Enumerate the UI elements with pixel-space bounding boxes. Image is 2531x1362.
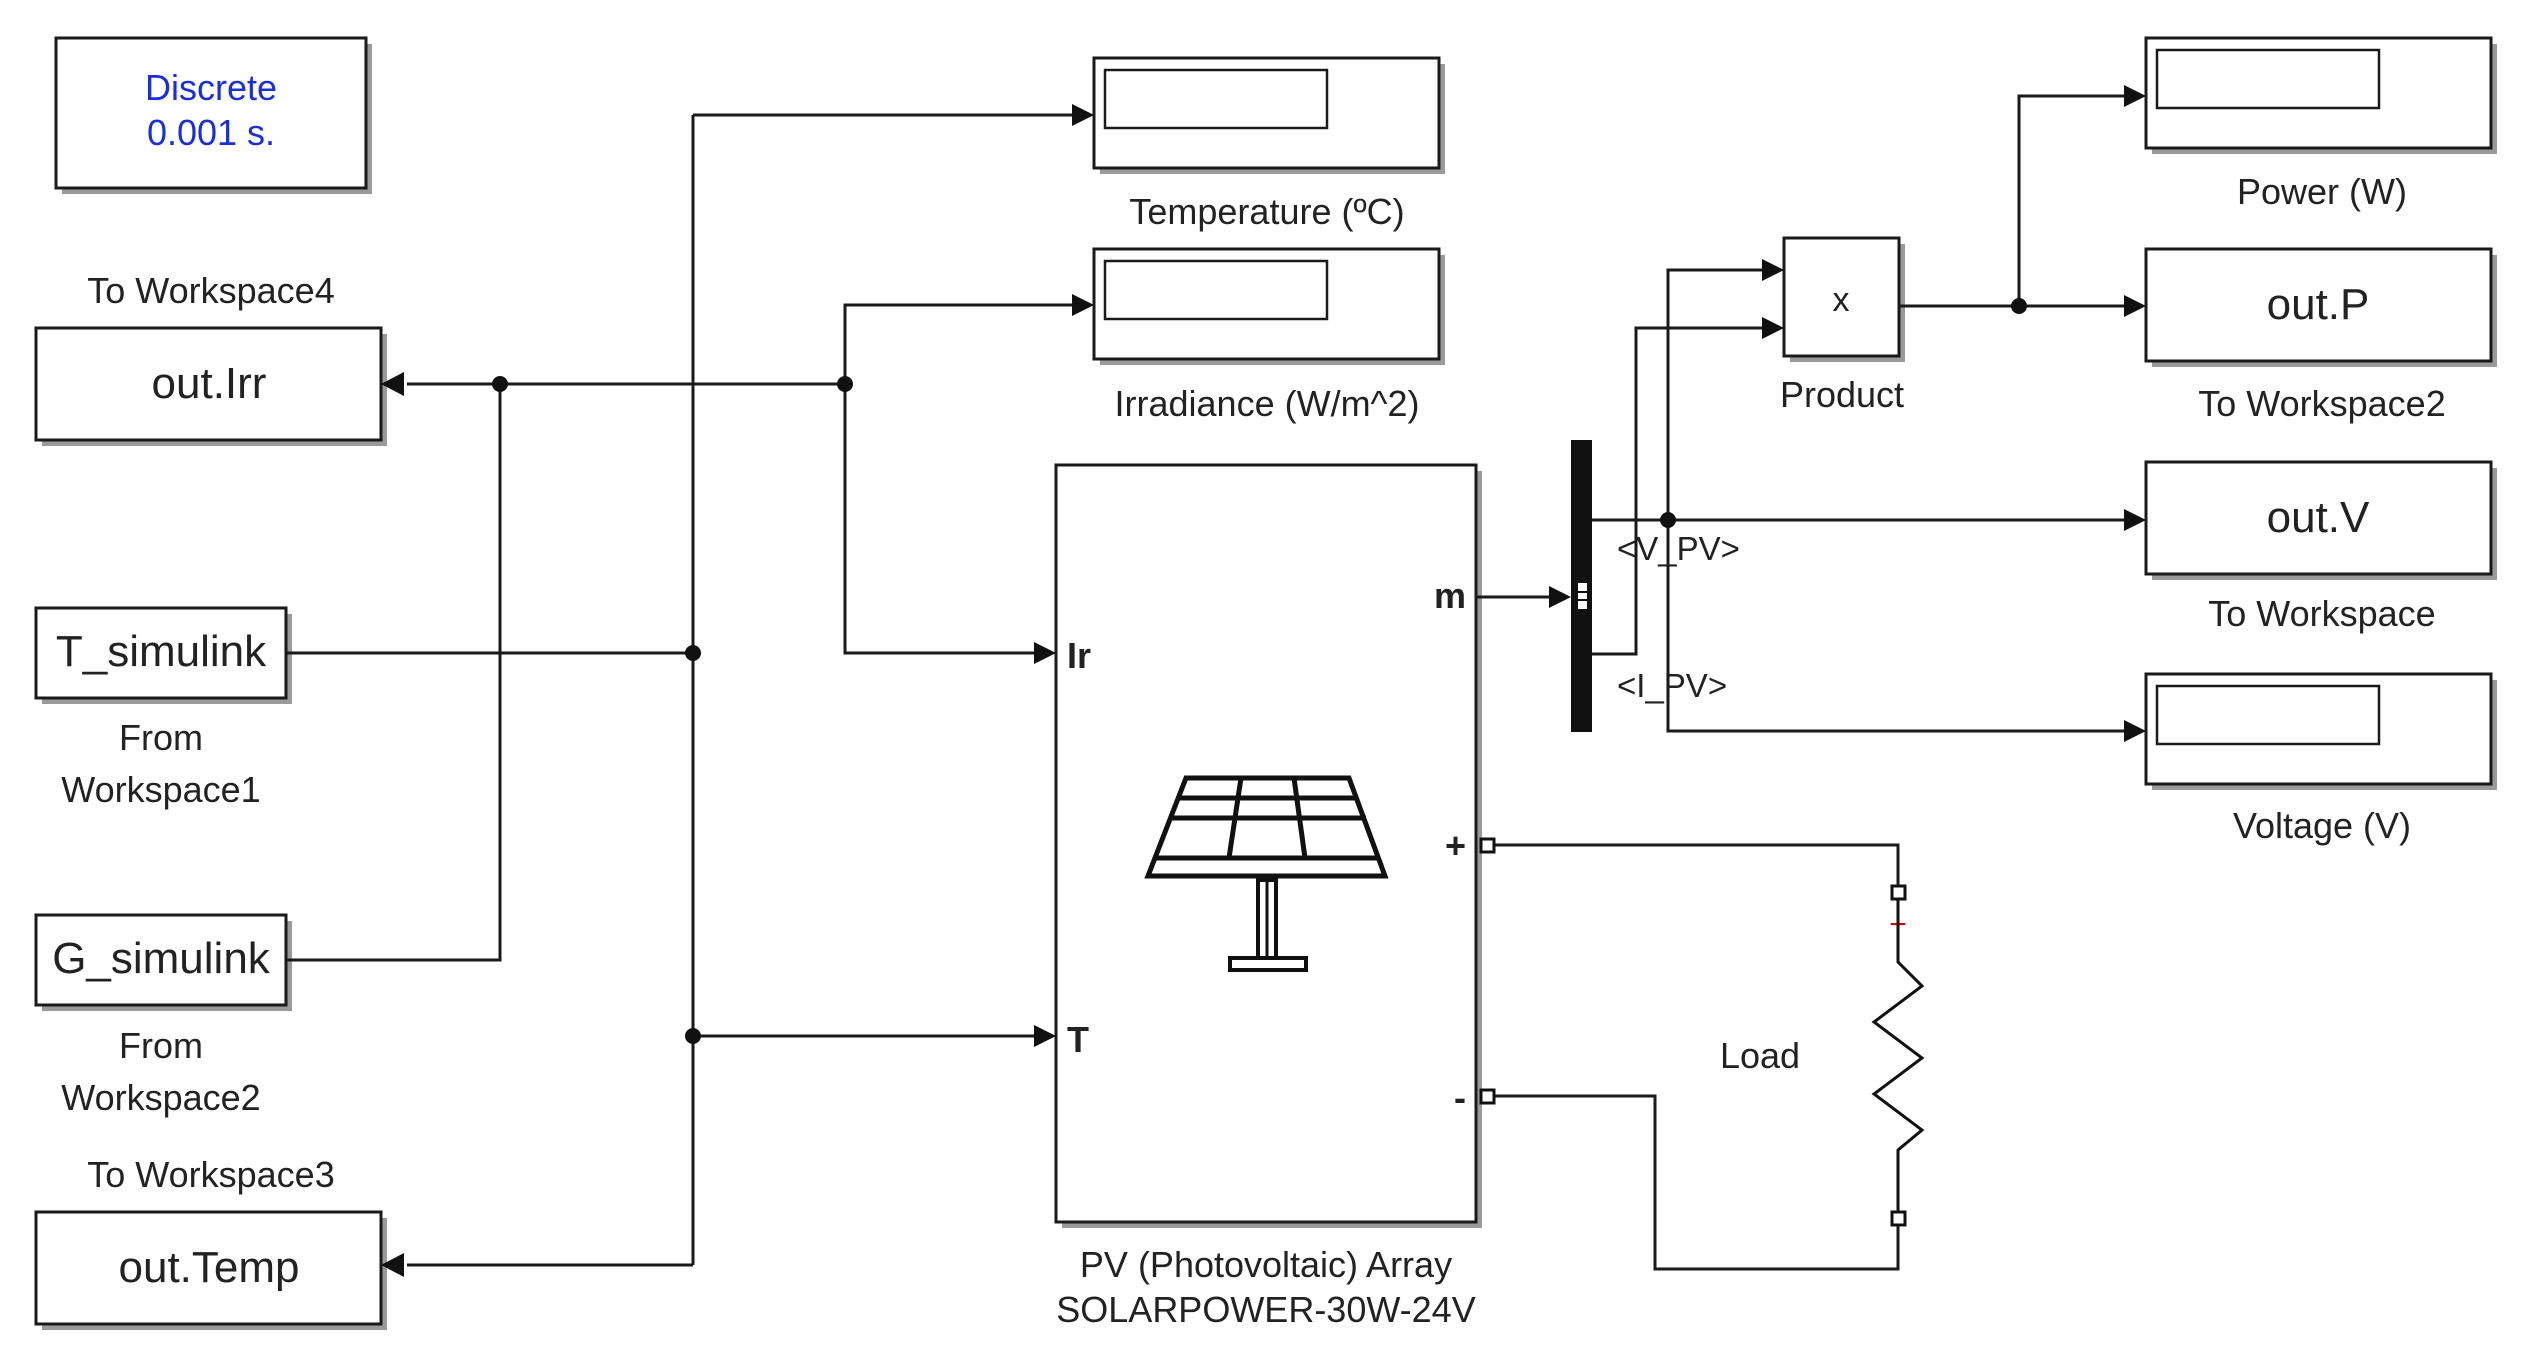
temperature-display-readout [1103,68,1329,130]
wire-to-power-display [2017,94,2126,306]
from-workspace2-block[interactable]: G_simulink [34,913,292,1011]
load-terminal-bottom[interactable] [1890,1210,1907,1227]
temperature-display-block[interactable] [1092,56,1445,174]
to-workspace-block[interactable]: out.V [2144,460,2497,580]
voltage-display-readout [2155,684,2381,746]
to-workspace4-variable: out.Irr [152,359,267,408]
power-display-caption: Power (W) [2237,171,2407,212]
wire-g-simulink [286,384,502,962]
to-workspace4-block[interactable]: out.Irr [34,326,387,446]
branch-points [492,298,2027,1044]
signal-label-i-pv: <I_PV> [1617,667,1727,704]
temperature-display-caption: Temperature (ºC) [1129,191,1404,232]
irradiance-display-readout [1103,259,1329,321]
to-workspace-variable: out.V [2267,493,2370,542]
load-caption: Load [1720,1035,1800,1076]
voltage-display-caption: Voltage (V) [2233,805,2411,846]
solar-panel-icon [1144,775,1389,972]
pv-plus-terminal[interactable] [1479,837,1496,854]
pv-port-ir: Ir [1067,635,1091,676]
product-block[interactable]: x [1782,236,1905,362]
to-workspace4-title: To Workspace4 [87,270,334,311]
pv-array-block[interactable]: Ir T m + - [1054,463,1482,1228]
product-caption: Product [1780,374,1904,415]
load-block[interactable]: + [1871,884,1925,1227]
pv-array-caption-line2: SOLARPOWER-30W-24V [1056,1289,1475,1330]
from-workspace1-variable: T_simulink [56,627,267,676]
power-display-block[interactable] [2144,36,2497,154]
irradiance-display-caption: Irradiance (W/m^2) [1115,383,1420,424]
wire-i-pv-to-voltage-display [1666,520,2126,733]
wire-pv-plus-to-load [1493,843,1900,886]
from-workspace1-caption-line2: Workspace1 [61,769,260,810]
pv-port-plus: + [1445,825,1466,866]
wire-to-irradiance-display [843,303,1074,384]
pv-minus-terminal[interactable] [1479,1088,1496,1105]
product-symbol: x [1833,281,1850,319]
wire-v-pv-to-product [1666,268,1764,520]
load-terminal-top[interactable] [1890,884,1907,901]
to-workspace2-caption: To Workspace2 [2198,383,2445,424]
wire-pv-minus-to-load [1493,1094,1900,1271]
from-workspace2-variable: G_simulink [52,934,271,983]
from-workspace1-caption-line1: From [119,717,203,758]
to-workspace3-block[interactable]: out.Temp [34,1210,387,1330]
power-display-readout [2155,48,2381,110]
solver-step-label: 0.001 s. [147,112,275,153]
pv-port-m: m [1434,575,1466,616]
from-workspace2-caption-line1: From [119,1025,203,1066]
to-workspace2-block[interactable]: out.P [2144,247,2497,367]
wire-i-pv [1592,326,1764,656]
to-workspace3-variable: out.Temp [119,1243,300,1292]
to-workspace-caption: To Workspace [2208,593,2435,634]
bus-selector-block[interactable] [1571,440,1592,732]
from-workspace2-caption-line2: Workspace2 [61,1077,260,1118]
voltage-display-block[interactable] [2144,672,2497,790]
pv-array-caption-line1: PV (Photovoltaic) Array [1080,1244,1452,1285]
to-workspace3-title: To Workspace3 [87,1154,334,1195]
irradiance-display-block[interactable] [1092,247,1445,365]
wire-to-pv-ir [843,384,1036,655]
to-workspace2-variable: out.P [2267,280,2370,329]
solver-type-label: Discrete [145,67,277,108]
powergui-solver-block[interactable]: Discrete 0.001 s. [54,36,372,194]
from-workspace1-block[interactable]: T_simulink [34,606,292,704]
pv-port-t: T [1067,1019,1089,1060]
resistor-icon [1871,900,1925,1212]
arrowheads [381,85,2146,1277]
pv-port-minus: - [1454,1077,1466,1118]
